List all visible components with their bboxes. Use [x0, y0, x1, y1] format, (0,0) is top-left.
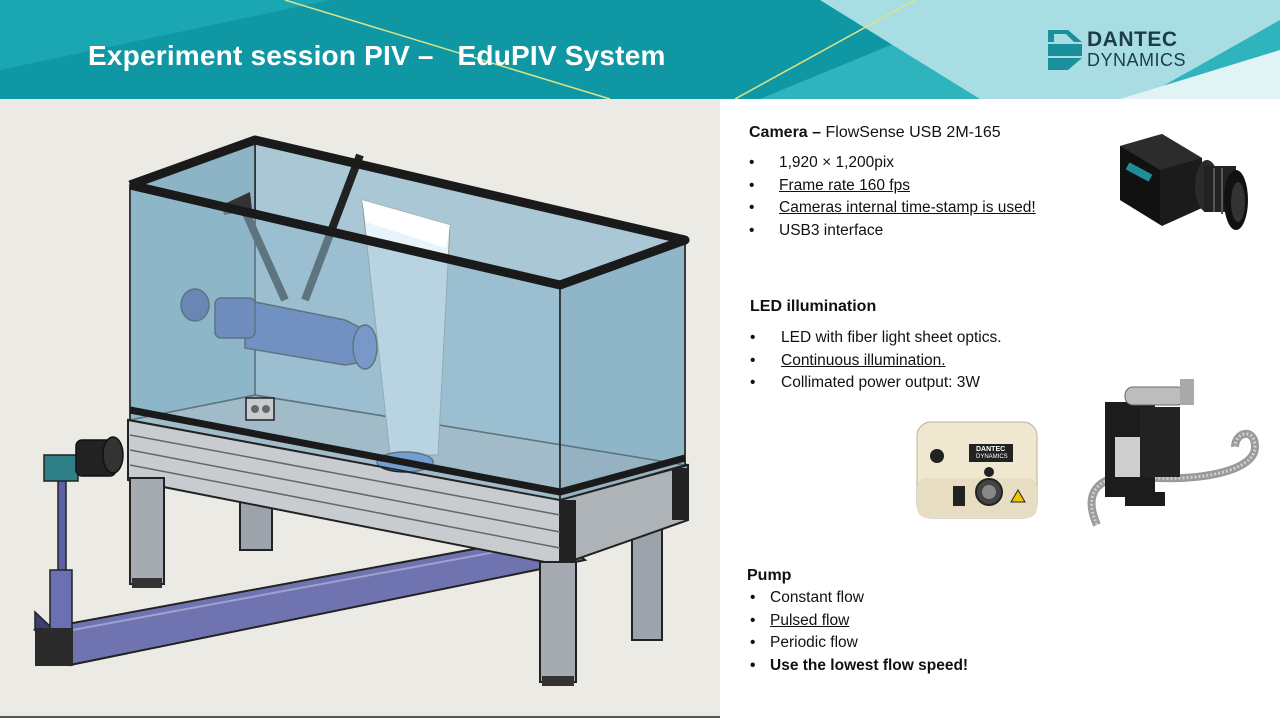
- bullet-icon: •: [750, 329, 756, 346]
- list-item: • LED with fiber light sheet optics.: [750, 327, 1002, 350]
- camera-title-model: FlowSense USB 2M-165: [821, 124, 1001, 141]
- bullet-icon: •: [750, 351, 756, 369]
- camera-bullet-text: Cameras internal time-stamp is used!: [779, 199, 1036, 216]
- camera-section-title: Camera – FlowSense USB 2M-165: [749, 124, 1001, 142]
- panel-bottom-line: [0, 716, 720, 718]
- slide-title: Experiment session PIV – EduPIV System: [88, 40, 666, 71]
- led-bullet-text: LED with fiber light sheet optics.: [781, 329, 1002, 346]
- bullet-icon: •: [750, 634, 756, 651]
- pump-bullet-list: • Constant flow • Pulsed flow • Periodic fl…: [750, 587, 968, 677]
- led-section-title: LED illumination: [750, 298, 877, 315]
- pump-bullet-text: Periodic flow: [770, 634, 858, 651]
- piv-setup-panel: [0, 99, 720, 717]
- camera-bullet-text: 1,920 × 1,200pix: [779, 154, 895, 171]
- list-item: • Continuous illumination.: [750, 350, 1002, 373]
- camera-bullet-text: Frame rate 160 fps: [779, 176, 910, 194]
- bullet-icon: •: [750, 589, 756, 606]
- list-item: • USB3 interface: [749, 220, 1036, 243]
- pump-bullet-text: Use the lowest flow speed!: [770, 656, 969, 674]
- bullet-icon: •: [750, 374, 756, 391]
- camera-bullet-list: • 1,920 × 1,200pix • Frame rate 160 fps • C…: [749, 152, 1036, 242]
- list-item: • Frame rate 160 fps: [749, 175, 1036, 198]
- list-item: • Constant flow: [750, 587, 968, 610]
- light-sheet-optics-photo-icon: [1087, 379, 1260, 527]
- piv-setup-illustration: [32, 135, 690, 686]
- list-item: • 1,920 × 1,200pix: [749, 152, 1036, 175]
- box-logo-line2: DYNAMICS: [976, 454, 1008, 460]
- pump-bullet-text: Constant flow: [770, 589, 864, 606]
- logo-text-line2: DYNAMICS: [1087, 50, 1187, 70]
- camera-title-bold: Camera –: [749, 124, 822, 141]
- slide-header: Experiment session PIV – EduPIV System D…: [0, 0, 1280, 99]
- bullet-icon: •: [750, 611, 756, 629]
- led-bullet-text: Continuous illumination.: [781, 351, 946, 369]
- box-logo-line1: DANTEC: [976, 446, 1006, 453]
- bullet-icon: •: [750, 656, 756, 674]
- dantec-logo-icon: [1048, 30, 1082, 70]
- header-background-icon: [0, 0, 1280, 99]
- list-item: • Pulsed flow: [750, 610, 968, 633]
- camera-bullet-text: USB3 interface: [779, 221, 884, 239]
- list-item: • Collimated power output: 3W: [750, 372, 1002, 395]
- logo-text-line1: DANTEC: [1087, 28, 1178, 51]
- pump-section-title: Pump: [747, 567, 792, 584]
- bullet-icon: •: [749, 176, 755, 194]
- camera-photo-icon: [1120, 134, 1248, 230]
- pump-bullet-text: Pulsed flow: [770, 611, 850, 629]
- bullet-icon: •: [749, 199, 755, 216]
- led-light-source-photo: DANTEC DYNAMICS: [915, 418, 1039, 522]
- dantec-logo: DANTEC DYNAMICS: [1048, 28, 1208, 72]
- list-item: • Cameras internal time-stamp is used!: [749, 197, 1036, 220]
- list-item: • Periodic flow: [750, 632, 968, 655]
- led-light-source-photo-icon: [916, 421, 1038, 519]
- led-bullet-text: Collimated power output: 3W: [781, 374, 981, 391]
- bullet-icon: •: [749, 154, 755, 171]
- list-item: • Use the lowest flow speed!: [750, 655, 968, 678]
- led-bullet-list: • LED with fiber light sheet optics. • Con…: [750, 327, 1002, 395]
- bullet-icon: •: [749, 221, 755, 239]
